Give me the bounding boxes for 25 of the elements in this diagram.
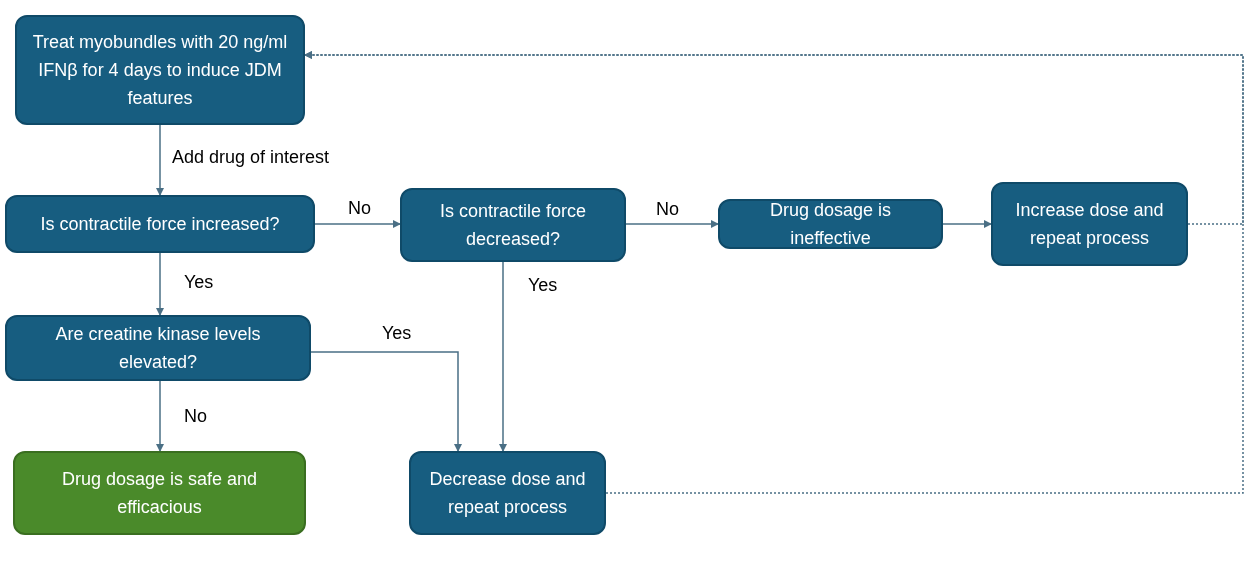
process-box [13, 451, 306, 535]
process-box [15, 15, 305, 125]
arrow [304, 51, 1244, 494]
arrow [314, 220, 401, 228]
process-box [718, 199, 943, 249]
arrow [156, 124, 164, 196]
box-text: Drug dosage is ineffective [768, 199, 893, 250]
arrow [499, 261, 507, 452]
box-text: Is contractile force increased? [40, 213, 280, 236]
arrow [310, 351, 462, 452]
box-text: Is contractile force decreased? [438, 200, 588, 251]
arrow [156, 252, 164, 316]
process-box [400, 188, 626, 262]
box-text: Treat myobundles with 20 ng/ml IFNβ for 4 days to induce JDM features [31, 31, 289, 110]
box-text: Decrease dose and repeat process [428, 468, 587, 519]
arrow [156, 380, 164, 452]
box-text: Increase dose and repeat process [1014, 199, 1165, 250]
process-box [991, 182, 1188, 266]
process-box [5, 195, 315, 253]
process-box [5, 315, 311, 381]
process-box [409, 451, 606, 535]
arrow [942, 220, 992, 228]
box-text: Drug dosage is safe and efficacious [60, 468, 259, 519]
arrow [625, 220, 719, 228]
box-text: Are creatine kinase levels elevated? [54, 323, 262, 374]
